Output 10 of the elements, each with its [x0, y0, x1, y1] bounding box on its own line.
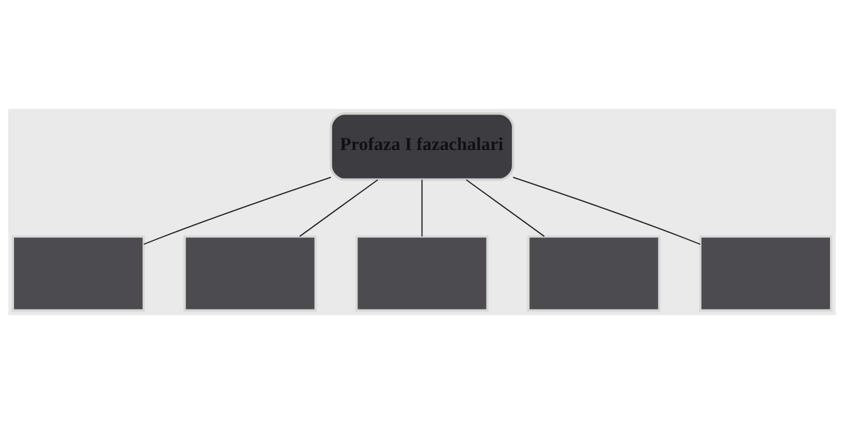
connector: [299, 179, 378, 237]
node-box: [184, 235, 317, 312]
node-box: [355, 235, 489, 312]
connector: [144, 176, 332, 245]
connector: [512, 176, 700, 245]
connector: [466, 179, 545, 237]
connector: [421, 180, 423, 236]
node-box: [12, 235, 145, 312]
node-box: [527, 235, 660, 312]
node-box: [699, 235, 832, 312]
